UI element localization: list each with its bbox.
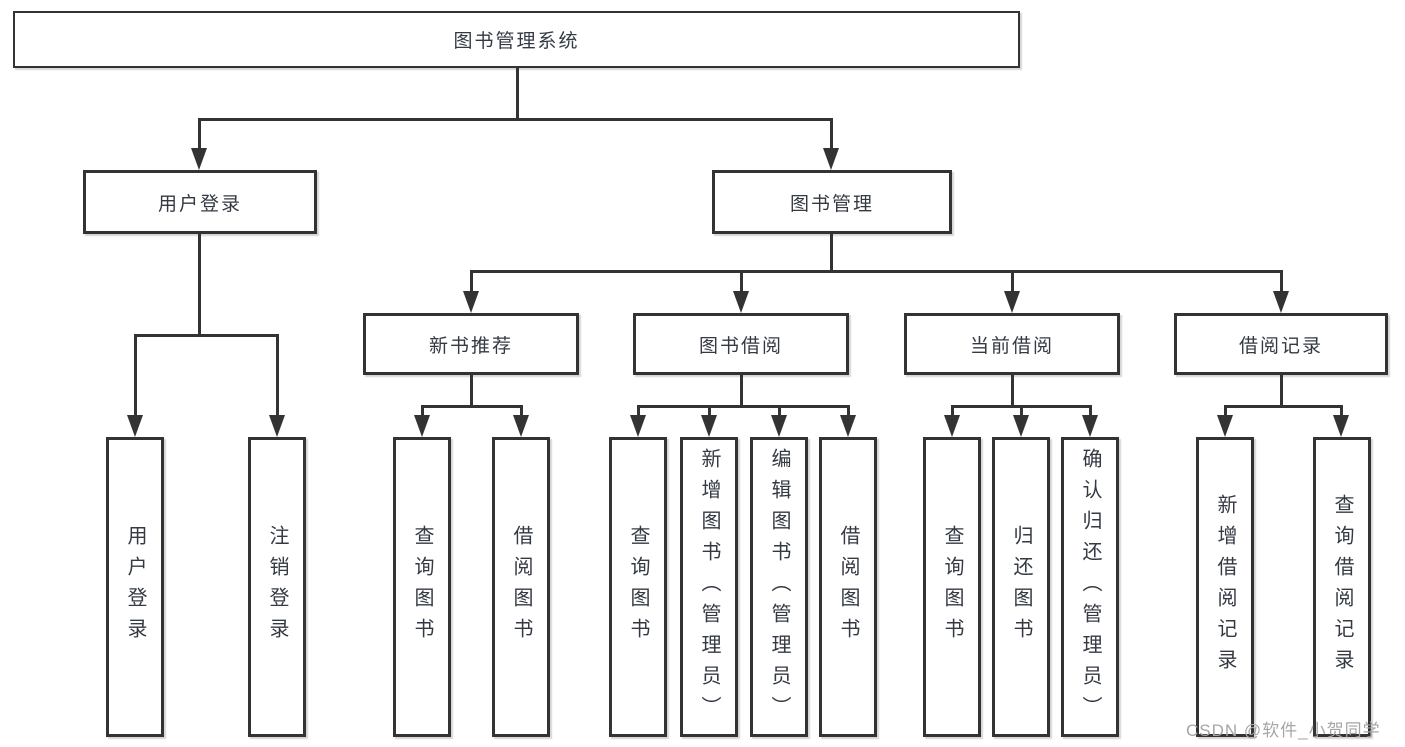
edge-user-login-span (134, 334, 279, 337)
edge-book-borrow-span (637, 405, 850, 408)
leaf-borrow-books: 借阅图书 (492, 437, 550, 737)
node-new-book-recommend: 新书推荐 (363, 313, 579, 375)
leaf-label: 编辑图书（管理员） (768, 447, 790, 727)
leaf-logout: 注销登录 (248, 437, 306, 737)
edge-book-management-span (470, 270, 1283, 273)
node-current-borrowing: 当前借阅 (904, 313, 1120, 375)
arrow-down-icon (1004, 291, 1020, 313)
arrow-down-icon (701, 415, 717, 437)
arrow-down-icon (771, 415, 787, 437)
leaf-label: 用户登录 (124, 525, 146, 649)
node-label: 图书借阅 (698, 335, 783, 357)
arrow-down-icon (1217, 415, 1233, 437)
arrow-down-icon (1273, 291, 1289, 313)
node-label: 借阅记录 (1238, 335, 1323, 357)
edge-drop-leaf (778, 405, 781, 417)
arrow-down-icon (1333, 415, 1349, 437)
edge-drop-leaf (1224, 405, 1227, 417)
leaf-confirm-return-admin: 确认归还（管理员） (1061, 437, 1119, 737)
node-user-login: 用户登录 (83, 170, 317, 234)
edge-borrow-record-span (1224, 405, 1343, 408)
edge-user-login-stem (198, 234, 201, 337)
arrow-down-icon (1013, 415, 1029, 437)
leaf-label: 查询借阅记录 (1331, 494, 1353, 680)
edge-current-borrow-stem (1011, 375, 1014, 408)
edge-drop-leaf (276, 334, 279, 416)
leaf-label: 归还图书 (1010, 525, 1032, 649)
leaf-add-borrow-record: 新增借阅记录 (1196, 437, 1254, 737)
leaf-query-books: 查询图书 (393, 437, 451, 737)
edge-drop-book-management (830, 118, 833, 150)
arrow-down-icon (463, 291, 479, 313)
edge-book-borrow-stem (740, 375, 743, 408)
leaf-label: 注销登录 (266, 525, 288, 649)
leaf-add-books-admin: 新增图书（管理员） (680, 437, 738, 737)
node-label: 当前借阅 (969, 335, 1054, 357)
leaf-label: 查询图书 (627, 525, 649, 649)
leaf-label: 确认归还（管理员） (1079, 447, 1101, 727)
node-book-management: 图书管理 (712, 170, 952, 234)
arrow-down-icon (733, 291, 749, 313)
arrow-down-icon (1082, 415, 1098, 437)
edge-drop-user-login (198, 118, 201, 150)
arrow-down-icon (840, 415, 856, 437)
node-label: 新书推荐 (428, 335, 513, 357)
leaf-label: 借阅图书 (510, 525, 532, 649)
leaf-label: 新增图书（管理员） (698, 447, 720, 727)
edge-drop-book-borrow (740, 270, 743, 293)
leaf-query-books: 查询图书 (609, 437, 667, 737)
leaf-edit-books-admin: 编辑图书（管理员） (750, 437, 808, 737)
arrow-down-icon (944, 415, 960, 437)
arrow-down-icon (414, 415, 430, 437)
edge-drop-borrow-record (1280, 270, 1283, 293)
leaf-label: 新增借阅记录 (1214, 494, 1236, 680)
edge-root-span (198, 118, 832, 121)
edge-drop-leaf (708, 405, 711, 417)
node-label: 用户登录 (157, 193, 242, 215)
leaf-borrow-books: 借阅图书 (819, 437, 877, 737)
edge-drop-leaf (1340, 405, 1343, 417)
leaf-label: 查询图书 (941, 525, 963, 649)
edge-borrow-record-stem (1280, 375, 1283, 408)
node-library-management-system: 图书管理系统 (13, 11, 1020, 68)
edge-drop-leaf (637, 405, 640, 417)
node-borrowing-records: 借阅记录 (1174, 313, 1388, 375)
leaf-return-books: 归还图书 (992, 437, 1050, 737)
edge-drop-leaf (134, 334, 137, 416)
leaf-user-login: 用户登录 (106, 437, 164, 737)
edge-drop-leaf (847, 405, 850, 417)
arrow-down-icon (269, 415, 285, 437)
edge-drop-current-borrow (1011, 270, 1014, 293)
edge-root-stem (516, 68, 519, 120)
leaf-label: 查询图书 (411, 525, 433, 649)
leaf-label: 借阅图书 (837, 525, 859, 649)
edge-drop-leaf (520, 405, 523, 417)
leaf-query-borrow-record: 查询借阅记录 (1313, 437, 1371, 737)
arrow-down-icon (191, 148, 207, 170)
arrow-down-icon (127, 415, 143, 437)
edge-drop-leaf (1089, 405, 1092, 417)
arrow-down-icon (823, 148, 839, 170)
edge-book-management-stem (830, 234, 833, 272)
edge-new-book-span (421, 405, 523, 408)
leaf-query-books: 查询图书 (923, 437, 981, 737)
node-book-borrowing: 图书借阅 (633, 313, 849, 375)
csdn-watermark: CSDN @软件_小贺同学 (1186, 721, 1381, 740)
edge-drop-leaf (421, 405, 424, 417)
arrow-down-icon (630, 415, 646, 437)
node-label: 图书管理系统 (453, 31, 580, 52)
node-label: 图书管理 (789, 193, 874, 215)
edge-new-book-stem (470, 375, 473, 408)
edge-drop-leaf (951, 405, 954, 417)
edge-drop-leaf (1020, 405, 1023, 417)
arrow-down-icon (513, 415, 529, 437)
edge-drop-new-book (470, 270, 473, 293)
